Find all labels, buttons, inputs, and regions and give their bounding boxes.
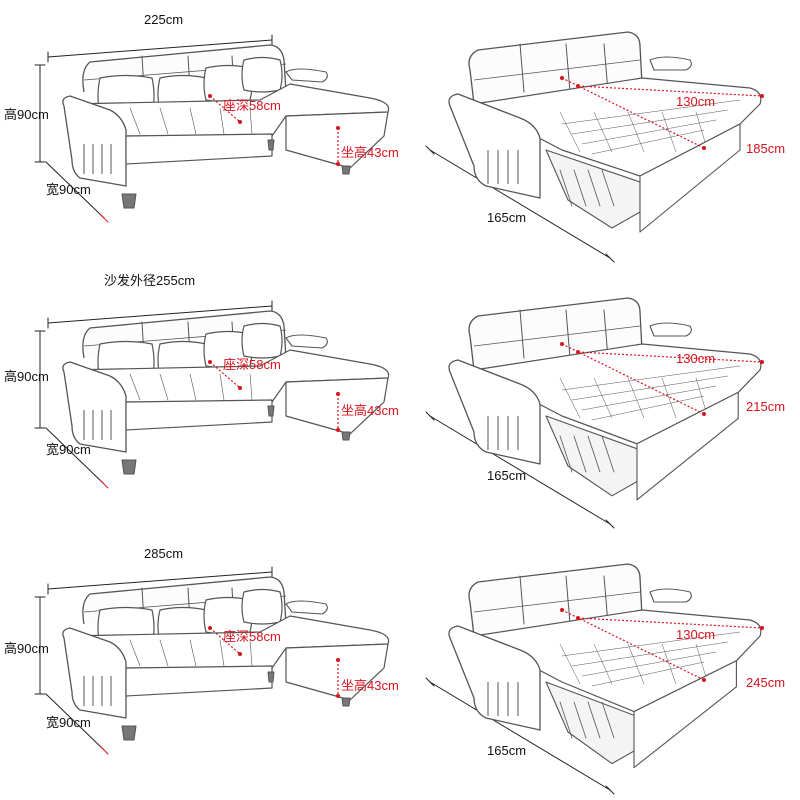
width-label: 宽90cm <box>46 182 91 197</box>
height-label: 高90cm <box>4 107 49 122</box>
overall-length-label: 285cm <box>144 546 184 561</box>
seat-depth-label: 座深58cm <box>223 629 281 644</box>
bed-width-label: 130cm <box>676 94 716 109</box>
sofa-bed-sketch <box>425 31 764 263</box>
bed-base-label: 165cm <box>487 210 527 225</box>
seat-depth-label: 座深58cm <box>223 357 281 372</box>
seat-height-label: 坐高43cm <box>341 678 399 693</box>
height-label: 高90cm <box>4 369 49 384</box>
bed-base-label: 165cm <box>487 468 527 483</box>
overall-length-label: 225cm <box>144 12 184 27</box>
seat-height-label: 坐高43cm <box>341 403 399 418</box>
seat-height-label: 坐高43cm <box>341 145 399 160</box>
width-label: 宽90cm <box>46 715 91 730</box>
bed-length-label: 215cm <box>746 399 786 414</box>
bed-width-label: 130cm <box>676 351 716 366</box>
sofa-sketch <box>34 34 390 223</box>
bed-length-label: 185cm <box>746 141 786 156</box>
seat-depth-label: 座深58cm <box>223 98 281 113</box>
height-label: 高90cm <box>4 641 49 656</box>
sofa-bed-sketch <box>425 563 764 795</box>
width-label: 宽90cm <box>46 442 91 457</box>
overall-length-label: 沙发外径255cm <box>104 273 196 288</box>
row-285: 285cm 高90cm 宽90cm 座深58cm 坐高43cm 130cm 24… <box>0 532 800 798</box>
sofa-sketch <box>34 300 390 489</box>
row-255: 沙发外径255cm 高90cm 宽90cm 座深58cm 坐高43cm 130c… <box>0 266 800 532</box>
row-225: 225cm 高90cm 宽90cm 座深58cm 坐高43cm 130cm 18… <box>0 0 800 266</box>
sofa-bed-sketch <box>425 297 764 529</box>
dimension-diagram <box>34 31 764 263</box>
bed-base-label: 165cm <box>487 743 527 758</box>
bed-length-label: 245cm <box>746 675 786 690</box>
bed-width-label: 130cm <box>676 627 716 642</box>
dimension-diagram <box>34 563 764 795</box>
dimension-diagram <box>34 297 764 529</box>
sofa-sketch <box>34 566 390 755</box>
